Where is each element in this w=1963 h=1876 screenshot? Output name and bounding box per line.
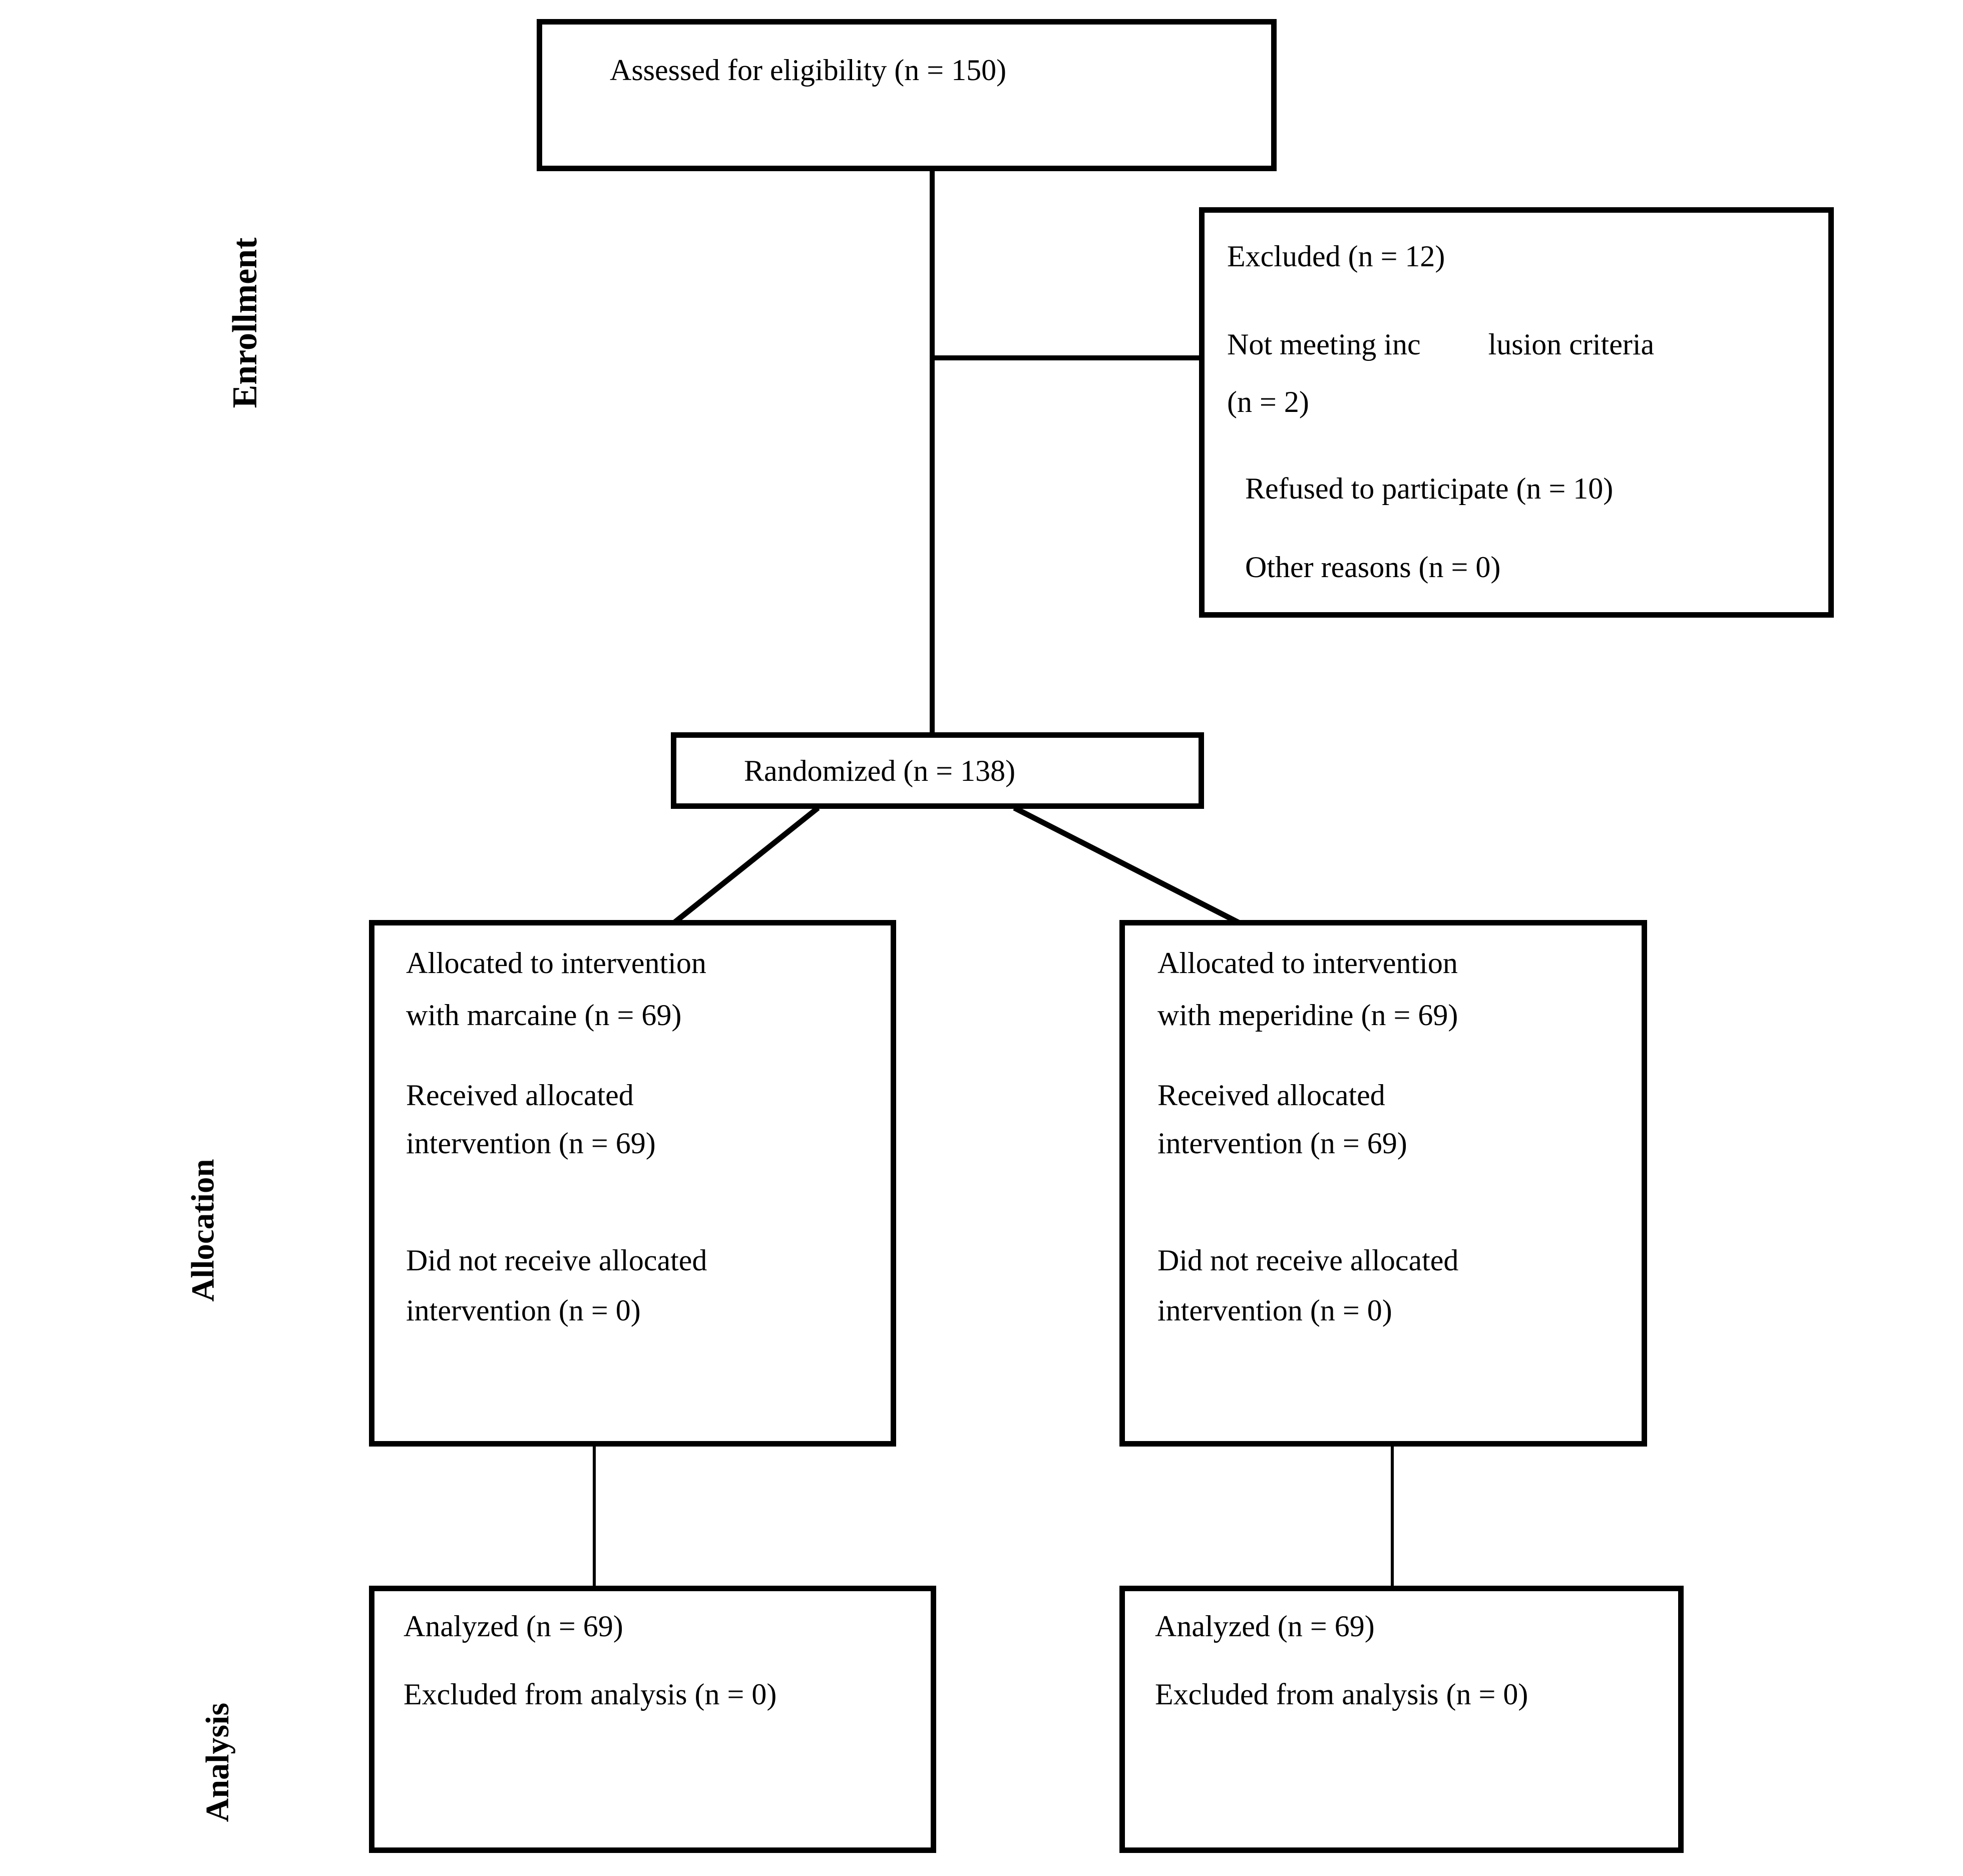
allocation-marcaine-line1: Allocated to intervention xyxy=(406,947,706,980)
excluded-not-meeting-text: Not meeting inc lusion criteria xyxy=(1227,328,1655,361)
randomized-text: Randomized (n = 138) xyxy=(744,754,1016,787)
allocation-marcaine-line4: intervention (n = 69) xyxy=(406,1127,656,1160)
allocation-meperidine-line1: Allocated to intervention xyxy=(1157,947,1458,980)
allocation-meperidine-line2: with meperidine (n = 69) xyxy=(1157,999,1458,1032)
analysis-marcaine-analyzed-text: Analyzed (n = 69) xyxy=(404,1610,623,1643)
allocation-marcaine-line6: intervention (n = 0) xyxy=(406,1294,641,1327)
allocation-meperidine-line3: Received allocated xyxy=(1157,1079,1385,1112)
randomized-box: Randomized (n = 138) xyxy=(671,732,1204,809)
excluded-refused-text: Refused to participate (n = 10) xyxy=(1245,472,1614,505)
stage-label-enrollment: Enrollment xyxy=(226,237,264,408)
allocation-meperidine-line4: intervention (n = 69) xyxy=(1157,1127,1407,1160)
connector-assessed-to-randomized xyxy=(930,171,935,732)
stage-label-analysis: Analysis xyxy=(199,1702,236,1822)
analysis-marcaine-box: Analyzed (n = 69) Excluded from analysis… xyxy=(369,1586,936,1853)
allocation-meperidine-line6: intervention (n = 0) xyxy=(1157,1294,1392,1327)
stage-label-allocation: Allocation xyxy=(185,1159,221,1302)
excluded-not-meeting-count-text: (n = 2) xyxy=(1227,385,1309,418)
allocation-marcaine-line5: Did not receive allocated xyxy=(406,1244,707,1277)
connector-to-excluded xyxy=(930,355,1199,360)
excluded-total-text: Excluded (n = 12) xyxy=(1227,240,1445,273)
connector-allocation-to-analysis-left xyxy=(593,1447,596,1586)
allocation-marcaine-line2: with marcaine (n = 69) xyxy=(406,999,682,1032)
analysis-meperidine-excluded-text: Excluded from analysis (n = 0) xyxy=(1155,1678,1528,1711)
assessed-text: Assessed for eligibility (n = 150) xyxy=(610,54,1007,87)
connector-randomized-to-meperidine xyxy=(1013,805,1240,925)
connector-allocation-to-analysis-right xyxy=(1391,1447,1394,1586)
analysis-meperidine-analyzed-text: Analyzed (n = 69) xyxy=(1155,1610,1375,1643)
analysis-meperidine-box: Analyzed (n = 69) Excluded from analysis… xyxy=(1119,1586,1684,1853)
allocation-marcaine-box: Allocated to intervention with marcaine … xyxy=(369,920,896,1447)
excluded-other-reasons-text: Other reasons (n = 0) xyxy=(1245,551,1501,584)
allocation-meperidine-line5: Did not receive allocated xyxy=(1157,1244,1459,1277)
connector-randomized-to-marcaine xyxy=(672,805,820,925)
assessed-box: Assessed for eligibility (n = 150) xyxy=(537,19,1277,171)
allocation-marcaine-line3: Received allocated xyxy=(406,1079,634,1112)
analysis-marcaine-excluded-text: Excluded from analysis (n = 0) xyxy=(404,1678,777,1711)
excluded-box: Excluded (n = 12) Not meeting inc lusion… xyxy=(1199,207,1834,618)
allocation-meperidine-box: Allocated to intervention with meperidin… xyxy=(1119,920,1647,1447)
